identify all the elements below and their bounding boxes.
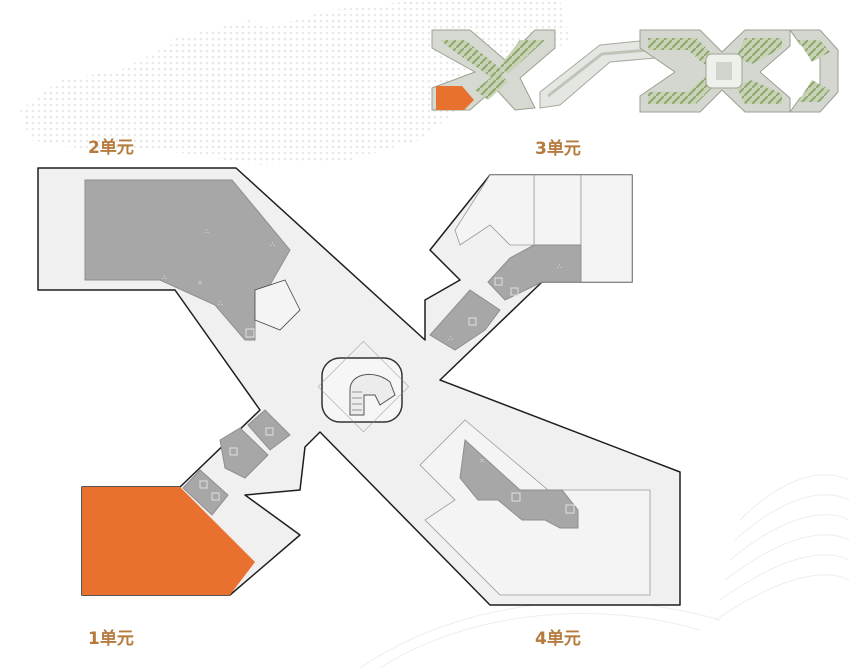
stair-icon: ⌗: [198, 279, 202, 287]
elevator-icon: [265, 427, 274, 436]
restroom-icon: ⛬: [162, 273, 167, 281]
unit-3-shop-2[interactable]: [580, 174, 633, 283]
unit-4-label[interactable]: 4单元: [535, 629, 581, 649]
central-atrium[interactable]: [317, 340, 410, 433]
unit-3-core-2[interactable]: [429, 289, 501, 351]
unit-1-core-1[interactable]: [247, 409, 291, 451]
building-overview-thumbnail[interactable]: [431, 29, 839, 113]
elevator-icon: [211, 492, 220, 501]
unit-2-label[interactable]: 2单元: [88, 138, 134, 158]
elevator-icon: [494, 277, 503, 286]
thumbnail-selected-unit-1[interactable]: [436, 86, 474, 110]
restroom-icon: ⛬: [270, 240, 275, 248]
background-swirl-lines: [359, 474, 849, 668]
unit-2-shaft: [254, 279, 301, 331]
elevator-icon: [511, 492, 521, 502]
unit-3-label[interactable]: 3单元: [535, 139, 581, 159]
unit-1-core-2[interactable]: [219, 427, 269, 479]
elevator-icon: [245, 328, 255, 338]
spiral-stair-icon: [349, 374, 396, 416]
elevator-icon: [468, 317, 477, 326]
unit-1-core-3[interactable]: [182, 469, 229, 516]
unit-2-retail-block[interactable]: [84, 179, 291, 341]
restroom-icon: ⛬: [218, 299, 223, 307]
stair-icon: ⌗: [480, 457, 484, 465]
elevator-icon: [199, 480, 208, 489]
elevator-icon: [510, 287, 519, 296]
unit-3-core[interactable]: [487, 244, 582, 301]
restroom-icon: ⛬: [557, 262, 562, 270]
unit-3-shop-3[interactable]: [454, 174, 535, 246]
unit-4-core[interactable]: [459, 438, 579, 529]
unit-1-label[interactable]: 1单元: [88, 629, 134, 649]
floor-plan: ⛬ ⛬ ⛬ ⌗ ⛬ ⛬ ⛬ ⌗: [37, 167, 681, 606]
elevator-icon: [565, 504, 575, 514]
restroom-icon: ⛬: [448, 334, 453, 342]
restroom-icon: ⛬: [204, 227, 209, 235]
elevator-icon: [229, 447, 238, 456]
unit-3-shop-1[interactable]: [533, 174, 582, 246]
unit-1-selected-area[interactable]: [82, 487, 255, 595]
